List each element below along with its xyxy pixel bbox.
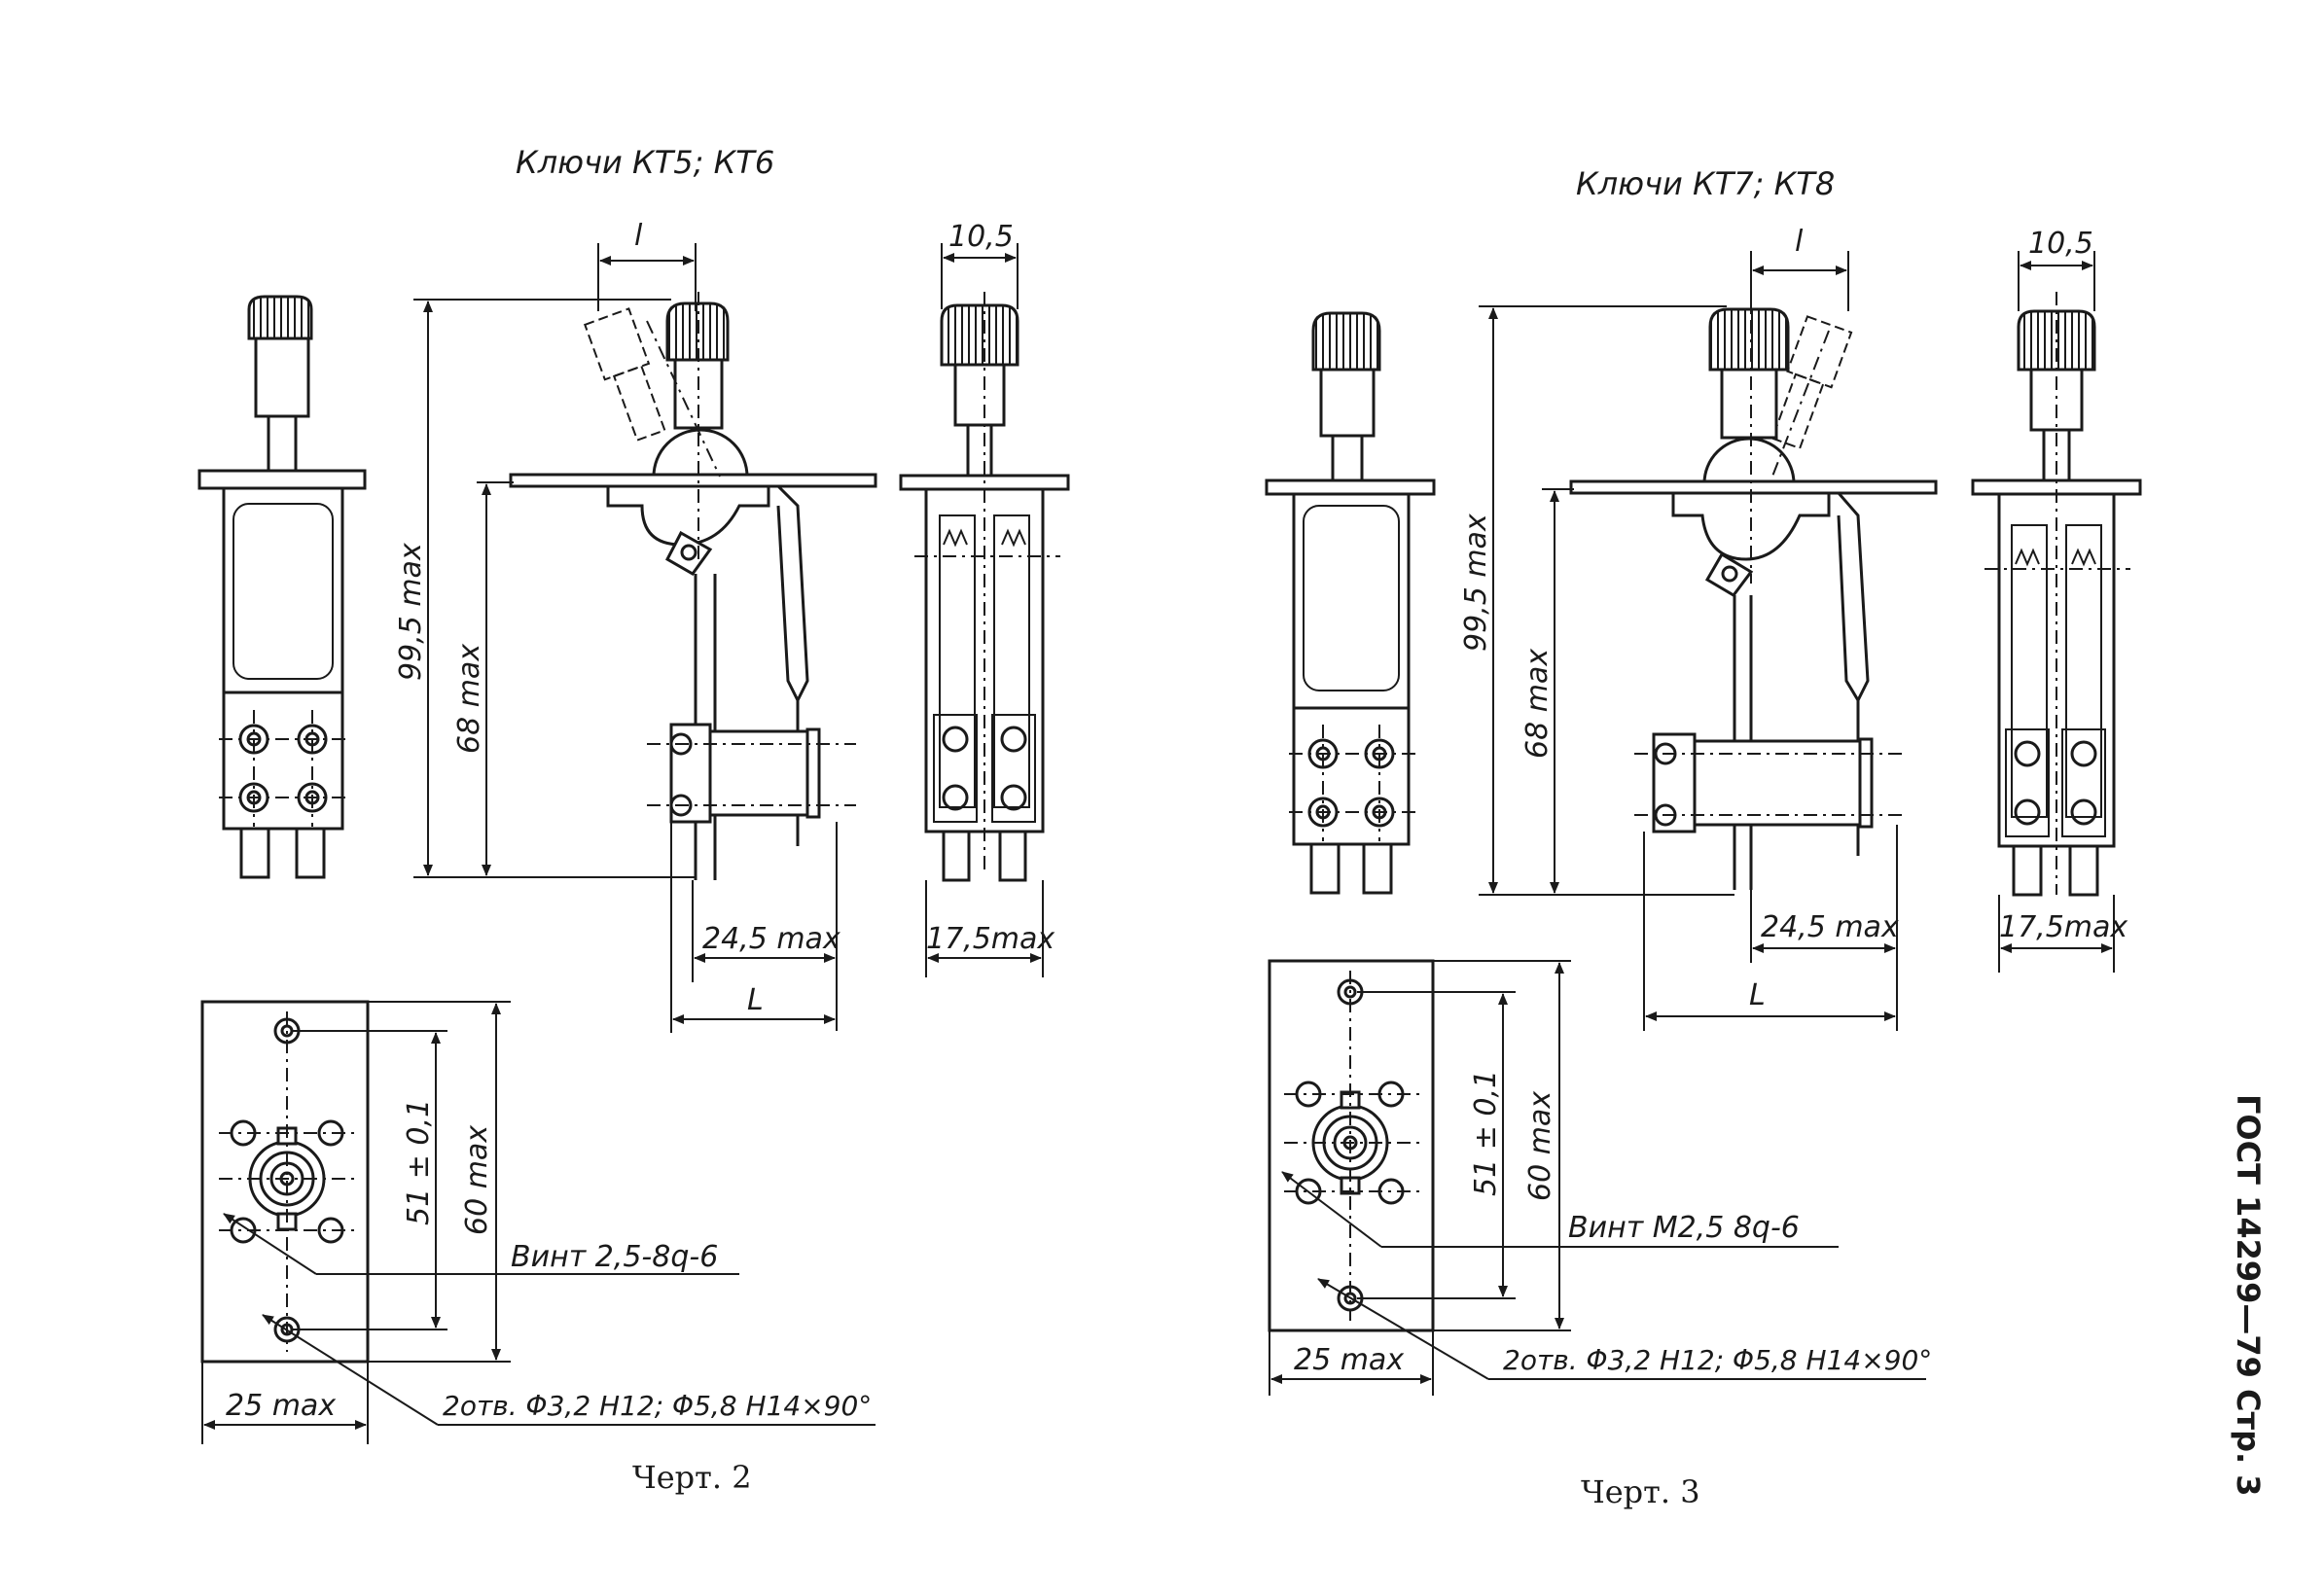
right-base-labels: 51 ± 0,1 60 max 25 max Винт М2,5 8q-6 2о… xyxy=(1294,1070,1932,1377)
left-dim-25: 25 max xyxy=(226,1389,336,1423)
left-dimensions xyxy=(413,243,1044,1033)
right-dim-17-5: 17,5max xyxy=(1999,910,2127,944)
left-dim-10-5: 10,5 xyxy=(948,220,1014,254)
left-dim-51: 51 ± 0,1 xyxy=(402,1099,436,1225)
left-caption: Черт. 2 xyxy=(632,1459,752,1496)
left-screw-note: Винт 2,5-8q-6 xyxy=(511,1240,718,1274)
right-base-plate xyxy=(1268,959,1926,1396)
right-caption: Черт. 3 xyxy=(1581,1473,1700,1510)
right-side-view xyxy=(1569,292,1938,890)
left-title: Ключи КТ5; КТ6 xyxy=(516,144,774,181)
right-dimensions xyxy=(1479,251,2115,1031)
right-dim-51: 51 ± 0,1 xyxy=(1469,1070,1503,1196)
right-title: Ключи КТ7; КТ8 xyxy=(1576,165,1835,202)
left-dim-68: 68 max xyxy=(452,644,486,754)
left-side-view xyxy=(509,292,877,880)
left-dim-labels: l 10,5 99,5 max 68 max 24,5 max L 17,5ma… xyxy=(394,219,1055,1017)
right-screw-note: Винт М2,5 8q-6 xyxy=(1568,1211,1800,1245)
left-dim-l: l xyxy=(634,219,643,253)
left-dim-99-5: 99,5 max xyxy=(394,543,428,681)
right-dim-68: 68 max xyxy=(1520,649,1555,759)
right-dim-99-5: 99,5 max xyxy=(1459,514,1493,652)
right-dim-l: l xyxy=(1795,225,1804,259)
left-base-plate xyxy=(200,1000,876,1444)
right-holes-note: 2отв. Φ3,2 Н12; Φ5,8 Н14×90° xyxy=(1503,1344,1932,1376)
right-dim-10-5: 10,5 xyxy=(2028,227,2093,261)
left-dim-L: L xyxy=(747,983,764,1017)
right-dim-25: 25 max xyxy=(1294,1343,1404,1377)
side-label: ГОСТ 14299—79 Стр. 3 xyxy=(2230,1094,2267,1497)
left-end-view xyxy=(899,292,1070,882)
right-dim-60: 60 max xyxy=(1523,1091,1557,1201)
right-end-view xyxy=(1971,292,2142,897)
left-base-labels: 51 ± 0,1 60 max 25 max Винт 2,5-8q-6 2от… xyxy=(226,1099,872,1423)
left-holes-note: 2отв. Φ3,2 Н12; Φ5,8 Н14×90° xyxy=(443,1390,872,1422)
right-dim-24-5: 24,5 max xyxy=(1761,910,1899,944)
left-dim-24-5: 24,5 max xyxy=(702,922,840,956)
left-front-view xyxy=(197,295,367,879)
right-dim-L: L xyxy=(1749,978,1766,1012)
left-dim-60: 60 max xyxy=(460,1125,494,1235)
left-dim-17-5: 17,5max xyxy=(926,922,1055,956)
right-dim-labels: l 10,5 99,5 max 68 max 24,5 max L 17,5ma… xyxy=(1459,225,2127,1012)
right-front-view xyxy=(1265,311,1436,895)
